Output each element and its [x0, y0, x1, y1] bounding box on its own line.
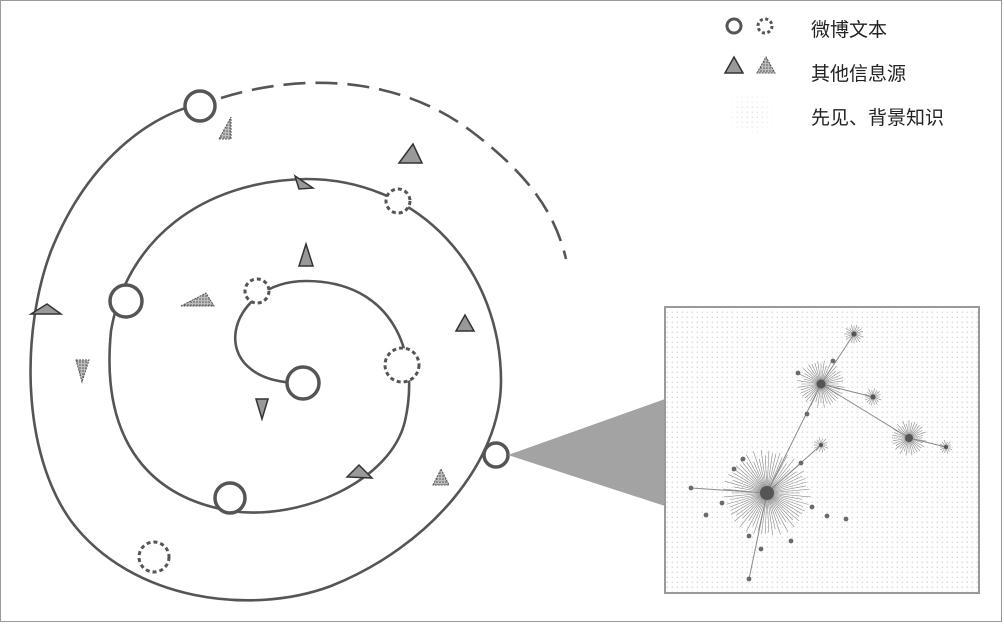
- network-edge: [753, 492, 768, 534]
- legend: 微博文本 其他信息源 先见、背景知识: [721, 9, 991, 141]
- weibo-node-center: [285, 365, 321, 401]
- weibo-node-dotted: [383, 346, 421, 384]
- network-edge: [766, 492, 795, 528]
- weibo-node-dotted: [384, 187, 412, 215]
- network-node: [816, 379, 826, 389]
- source-triangle: [28, 303, 64, 315]
- network-node: [851, 331, 857, 337]
- weibo-node-zoom-source: [482, 441, 510, 469]
- network-edge: [734, 492, 768, 522]
- source-triangle: [454, 313, 476, 332]
- network-node: [824, 513, 830, 519]
- network-node: [809, 504, 815, 510]
- network-edge: [746, 454, 768, 494]
- network-node: [798, 460, 804, 466]
- network-node: [843, 516, 849, 522]
- network-edge: [766, 463, 801, 494]
- network-node: [760, 486, 774, 500]
- network-node: [804, 411, 810, 417]
- network-node: [746, 576, 752, 582]
- network-node: [788, 538, 794, 544]
- network-edge: [739, 492, 768, 528]
- network-node: [819, 443, 823, 447]
- network-edge: [726, 492, 768, 505]
- network-node: [758, 546, 764, 552]
- network-edge: [766, 450, 770, 494]
- weibo-node: [108, 283, 144, 319]
- legend-label: 先见、背景知识: [811, 107, 945, 129]
- network-node: [905, 434, 913, 442]
- legend-circle-dotted-icon: [756, 17, 774, 35]
- network-edge: [766, 492, 809, 505]
- network-node: [719, 500, 725, 506]
- zoom-wedge: [508, 399, 665, 506]
- network-node: [830, 358, 836, 364]
- network-edge: [766, 492, 781, 535]
- network-edge: [766, 492, 811, 498]
- legend-item-other-sources: 其他信息源: [721, 53, 991, 97]
- weibo-node-dotted: [243, 277, 271, 305]
- legend-label: 其他信息源: [811, 63, 907, 85]
- source-triangle-dotted: [75, 359, 90, 384]
- network-node: [870, 394, 876, 400]
- network-edge: [766, 454, 788, 494]
- network-edge: [820, 383, 874, 398]
- source-triangle: [293, 174, 316, 190]
- source-triangle-dotted: [432, 467, 450, 486]
- legend-item-weibo: 微博文本: [721, 9, 991, 53]
- source-triangle: [254, 398, 270, 422]
- network-node: [746, 533, 752, 539]
- network-edge: [723, 492, 768, 498]
- network-edge: [740, 459, 768, 494]
- network-edge: [760, 449, 768, 494]
- network-node: [703, 512, 709, 518]
- weibo-node: [213, 481, 247, 515]
- network-edge: [908, 437, 947, 448]
- source-triangle: [297, 241, 315, 267]
- weibo-node: [183, 89, 217, 123]
- network-edge: [766, 458, 795, 494]
- network-edge: [820, 383, 910, 439]
- legend-item-background-knowledge: 先见、背景知识: [721, 97, 991, 141]
- network-edge: [766, 492, 800, 522]
- network-node: [740, 456, 746, 462]
- source-triangle-dotted: [218, 116, 232, 140]
- network-node: [944, 445, 948, 449]
- weibo-node-dotted: [137, 540, 171, 574]
- legend-triangle-dotted-icon: [756, 55, 776, 74]
- legend-circle-solid-icon: [725, 17, 743, 35]
- network-edge: [766, 492, 774, 536]
- network-edge: [766, 488, 810, 494]
- source-triangle-dotted: [180, 292, 215, 307]
- network-edge: [728, 474, 768, 494]
- network-edge: [766, 470, 805, 494]
- source-triangle: [397, 142, 424, 164]
- spiral-path: [29, 102, 503, 602]
- network-edge: [766, 383, 822, 494]
- network-edge: [723, 488, 768, 494]
- network-edge: [730, 492, 768, 515]
- legend-triangle-solid-icon: [723, 55, 745, 74]
- network-node: [688, 485, 694, 491]
- network-edge: [724, 481, 768, 494]
- background-knowledge-inset: [664, 306, 980, 594]
- legend-icons: [723, 17, 777, 139]
- network-node: [731, 466, 737, 472]
- network-edge: [745, 492, 768, 532]
- network-edge: [753, 451, 768, 494]
- spiral-dashed-continuation: [220, 81, 568, 260]
- network-node: [795, 370, 801, 376]
- legend-label: 微博文本: [811, 19, 888, 41]
- source-triangle: [345, 463, 374, 479]
- network-edge: [766, 492, 789, 532]
- network-edge: [690, 487, 768, 494]
